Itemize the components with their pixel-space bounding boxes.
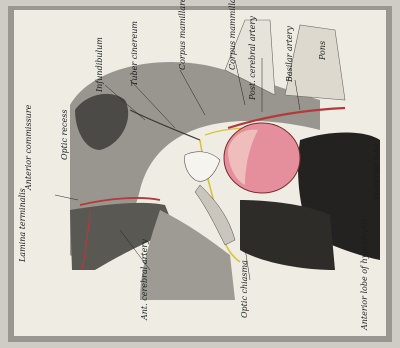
label-optic-chiasma: Optic chiasma [240, 260, 249, 318]
label-optic-recess: Optic recess [60, 110, 69, 160]
label-anterior-commissure: Anterior commissure [24, 105, 33, 190]
label-post-cerebral-artery: Post. cerebral artery [248, 16, 257, 100]
label-lamina-terminalis: Lamina terminalis [18, 188, 27, 262]
label-tuber-cinereum: Tuber cinereum [130, 21, 139, 86]
label-pons: Pons [318, 41, 327, 60]
infundibulum-stalk [185, 152, 220, 182]
label-infundibulum: Infundibulum [95, 37, 104, 92]
label-basilar-artery: Basilar artery [285, 26, 294, 82]
label-corpus-mamillare: Corpus mamillare [178, 0, 187, 70]
pons-top [285, 25, 345, 100]
label-anterior-lobe-hypophysis: Anterior lobe of hypophysis [360, 218, 369, 330]
label-corpus-mammillare: Corpus mammillare [228, 0, 237, 70]
label-posterior-lobe: Posterior lobe [372, 143, 381, 200]
label-ant-cerebral-artery: Ant. cerebral artery [140, 239, 149, 320]
